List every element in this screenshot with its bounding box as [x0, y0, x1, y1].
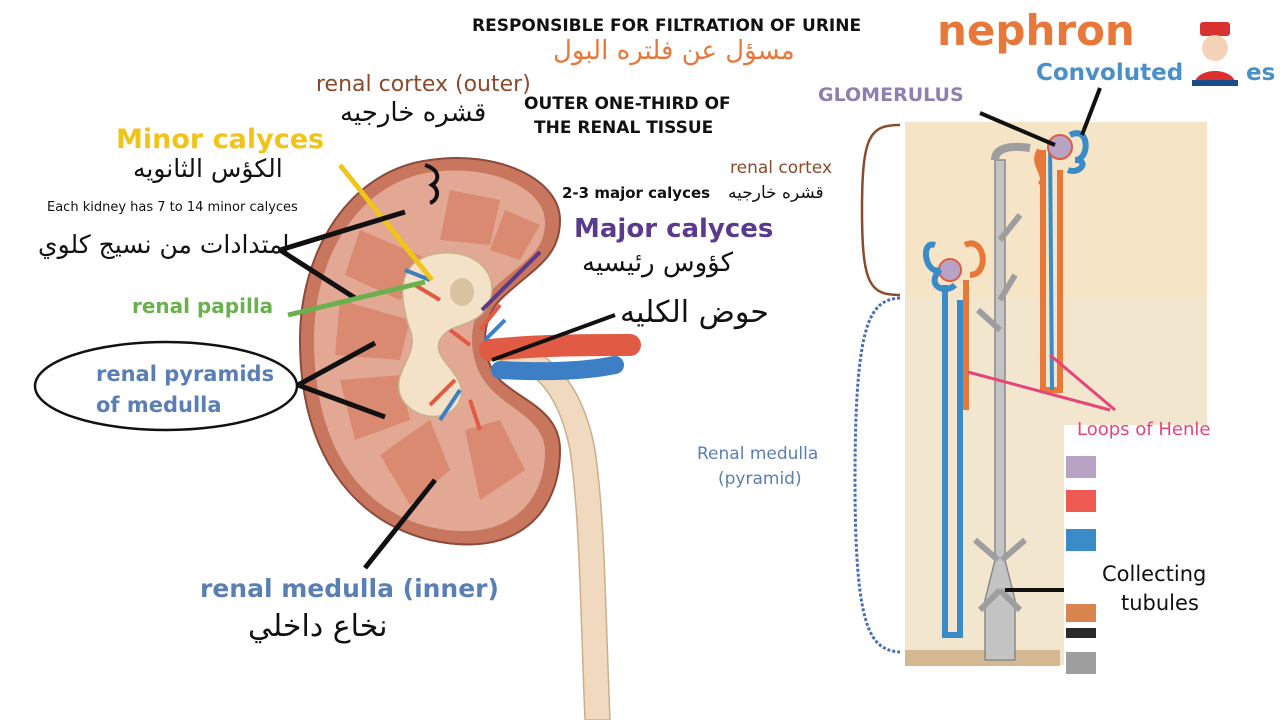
label-convoluted-suffix: es — [1246, 60, 1276, 86]
cortex-bracket — [860, 123, 901, 297]
renal-papilla-pointer — [287, 279, 426, 318]
header-title: RESPONSIBLE FOR FILTRATION OF URINE — [472, 16, 862, 36]
legend-swatch-vein — [1066, 529, 1096, 551]
label-major-calyces-note: 2-3 major calyces — [562, 184, 711, 202]
label-renal-medulla-arabic: نخاع داخلي — [248, 609, 388, 644]
legend-swatch-artery — [1066, 490, 1096, 512]
label-minor-calyces-note: Each kidney has 7 to 14 minor calyces — [47, 200, 298, 215]
nephron-title: nephron — [937, 6, 1135, 55]
logo — [1188, 20, 1242, 88]
label-renal-medulla-pyramid-1: Renal medulla — [697, 444, 819, 464]
label-renal-cortex-arabic: قشره خارجيه — [728, 183, 824, 203]
label-renal-medulla: renal medulla (inner) — [200, 574, 499, 603]
label-collecting-1: Collecting — [1102, 562, 1207, 586]
label-renal-pelvis-arabic: حوض الكليه — [620, 295, 769, 330]
legend-swatch-dark — [1066, 628, 1096, 638]
label-major-calyces-arabic: كؤوس رئيسيه — [582, 248, 733, 278]
medulla-bracket — [853, 296, 901, 654]
label-loops-of-henle: Loops of Henle — [1077, 419, 1211, 440]
label-renal-cortex: renal cortex — [730, 158, 833, 178]
renal-medulla-pointer — [363, 478, 437, 570]
label-collecting-2: tubules — [1121, 591, 1199, 615]
legend-swatch-tubule — [1066, 604, 1096, 622]
label-minor-calyces-arabic: الكؤس الثانويه — [133, 154, 283, 183]
label-minor-calyces: Minor calyces — [116, 124, 325, 155]
header-title-arabic: مسؤل عن فلتره البول — [553, 36, 795, 66]
label-outer-third-1: OUTER ONE-THIRD OF — [524, 94, 731, 114]
legend-swatch-glomerulus — [1066, 456, 1096, 478]
label-renal-cortex-outer-arabic: قشره خارجيه — [340, 98, 487, 128]
label-renal-pyramids-2: of medulla — [96, 393, 222, 417]
doctor-mascot-icon — [1192, 22, 1238, 86]
label-major-calyces: Major calyces — [574, 214, 774, 244]
label-renal-cortex-outer: renal cortex (outer) — [316, 72, 531, 97]
label-renal-papilla: renal papilla — [132, 294, 274, 318]
label-outer-third-2: THE RENAL TISSUE — [534, 118, 714, 138]
kidney-illustration — [298, 157, 641, 720]
nephron-illustration — [905, 122, 1207, 666]
label-convoluted: Convoluted — [1036, 60, 1184, 86]
renal-pelvis-pointer — [491, 313, 616, 362]
minor-calyces-pointer — [338, 163, 434, 282]
major-calyces-pointer — [480, 250, 542, 312]
label-glomerulus: GLOMERULUS — [818, 84, 964, 106]
label-extensions-arabic: امتدادات من نسيج كلوي — [38, 230, 290, 259]
glomerulus-pointer — [979, 111, 1056, 147]
convoluted-pointer — [1080, 87, 1102, 136]
legend-swatch-collecting — [1066, 652, 1096, 674]
label-renal-pyramids-1: renal pyramids — [96, 362, 275, 386]
pyramids-ellipse — [33, 340, 299, 432]
label-renal-medulla-pyramid-2: (pyramid) — [718, 469, 802, 489]
